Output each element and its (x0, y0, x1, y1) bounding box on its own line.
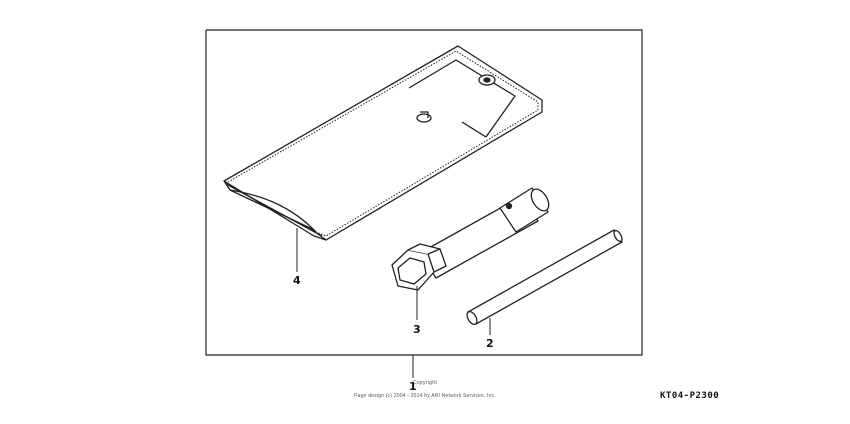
callout-3[interactable]: 3 (413, 323, 421, 336)
callout-2[interactable]: 2 (486, 337, 494, 350)
callout-4[interactable]: 4 (293, 274, 301, 287)
plug-wrench (391, 187, 550, 291)
diagram-code: KT04-P2300 (660, 391, 720, 401)
copyright-notice: Page design (c) 2004 - 2014 by ARI Netwo… (354, 393, 496, 399)
callout-1[interactable]: 1 (409, 380, 417, 393)
handle-bar (466, 229, 623, 326)
diagram-frame (205, 29, 643, 356)
copyright-label: Copyright (412, 380, 438, 386)
tool-bag (223, 45, 543, 241)
